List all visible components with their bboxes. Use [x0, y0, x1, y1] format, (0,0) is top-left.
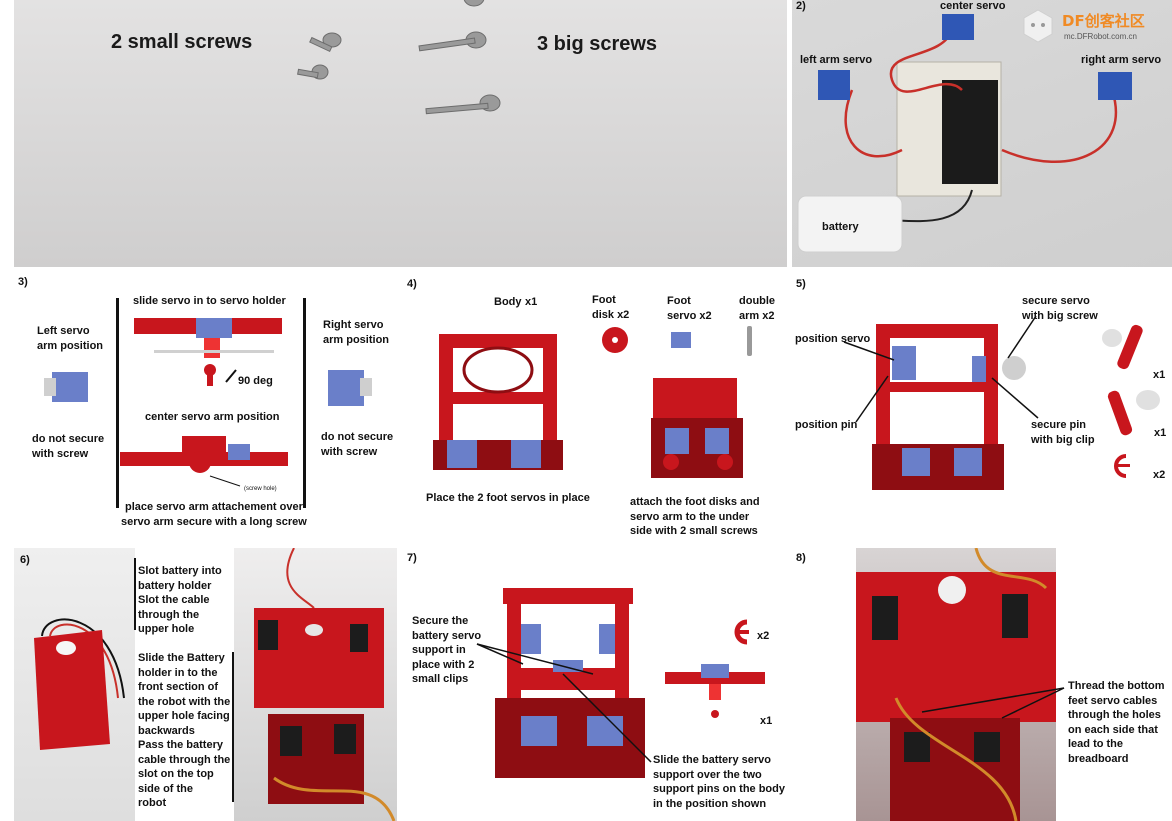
label-foot-servo: Foot servo x2: [667, 295, 712, 322]
label-no-secure-right: do not secure with screw: [321, 431, 394, 458]
label-no-secure-left: do not secure with screw: [32, 433, 105, 460]
divider-left: [116, 298, 119, 508]
photo-battery-holder: [14, 548, 135, 821]
right-servo-shape: [1098, 72, 1132, 100]
step8-panel: 8) Thread the bottom feet servo cables t…: [792, 548, 1172, 821]
step3-panel: 3) slide servo in to servo holder Left s…: [14, 272, 400, 542]
step5-panel: 5) position servo secure servo with big …: [792, 272, 1172, 542]
label-double-arm: double arm x2: [739, 295, 776, 322]
label-battery: battery: [822, 221, 859, 233]
label-qty-clip: x2: [757, 630, 770, 642]
label-right-arm-position: Right servo arm position: [323, 319, 390, 346]
step-number: 5): [796, 278, 806, 290]
label-90-deg: 90 deg: [238, 375, 273, 387]
step7-panel: 7) Secure the battery servo support in p…: [403, 548, 787, 821]
logo-url: mc.DFRobot.com.cn: [1064, 32, 1137, 41]
label-center-arm-position: center servo arm position: [145, 411, 280, 423]
label-qty-part: x1: [760, 715, 773, 727]
label-place-foot-servos: Place the 2 foot servos in place: [426, 492, 590, 504]
photo-wiring: 2) center servo left arm servo right arm…: [792, 0, 1172, 267]
label-thread-cables: Thread the bottom feet servo cables thro…: [1068, 680, 1165, 765]
wiring-illustration: [797, 14, 1132, 253]
photo-step8-robot: [856, 548, 1056, 821]
label-slide-support: Slide the battery servo support over the…: [653, 754, 785, 810]
divider-right: [303, 298, 306, 508]
label-foot-disk: Foot disk x2: [592, 294, 630, 321]
label-secure-support: Secure the battery servo support in plac…: [412, 615, 482, 685]
label-qty-2: x1: [1154, 427, 1167, 439]
logo-icon: [1023, 9, 1053, 43]
step4-panel: 4) Body x1 Foot disk x2 Foot servo x2 do…: [403, 272, 787, 542]
step-number: 6): [20, 554, 30, 566]
label-screw-hole: (screw hole): [244, 486, 277, 492]
divider-slot: [134, 558, 136, 630]
label-attach-disks: attach the foot disks and servo arm to t…: [630, 496, 760, 537]
step-number: 4): [407, 278, 417, 290]
label-right-arm-servo: right arm servo: [1081, 54, 1162, 66]
label-qty-3: x2: [1153, 469, 1166, 481]
center-servo-shape: [942, 14, 974, 40]
step7-illustration: [476, 588, 765, 778]
step-number: 8): [796, 552, 806, 564]
photo-screws: 2 small screws 3 big screws: [14, 0, 787, 267]
label-position-pin: position pin: [795, 419, 858, 431]
label-body: Body: [494, 296, 522, 308]
battery-shape: [797, 195, 903, 253]
step6-panel: 6) Slot battery into battery holder Slot…: [14, 548, 400, 821]
step4-illustration: [433, 326, 752, 478]
label-big-screws: 3 big screws: [537, 33, 658, 55]
label-left-arm-servo: left arm servo: [800, 54, 873, 66]
label-center-servo: center servo: [940, 0, 1006, 12]
step8-pointers: [921, 687, 1065, 719]
photo-step6-robot: [234, 548, 397, 821]
label-position-servo: position servo: [795, 333, 871, 345]
label-qty-1: x1: [1153, 369, 1166, 381]
label-place-arm: place servo arm attachement over servo a…: [121, 501, 307, 528]
left-servo-shape: [818, 70, 850, 100]
label-slide-servo: slide servo in to servo holder: [133, 295, 286, 307]
label-left-arm-position: Left servo arm position: [37, 325, 104, 352]
screws-illustration: [297, 0, 501, 115]
divider-slide: [232, 652, 234, 802]
step-number: 3): [18, 276, 28, 288]
dfrobot-logo: DF创客社区 mc.DFRobot.com.cn: [1020, 8, 1170, 44]
label-secure-servo: secure servo with big screw: [1022, 295, 1098, 322]
step-number: 7): [407, 552, 417, 564]
label-secure-pin: secure pin with big clip: [1031, 419, 1095, 446]
label-slide-battery: Slide the Battery holder in to the front…: [138, 652, 231, 809]
step3-illustration: [44, 318, 372, 487]
label-body-qty: x1: [525, 296, 538, 308]
label-slot-battery: Slot battery into battery holder Slot th…: [138, 565, 222, 635]
label-small-screws: 2 small screws: [111, 31, 253, 53]
logo-brand: DF创客社区: [1062, 12, 1145, 30]
step-number: 2): [796, 0, 806, 12]
step5-illustration: [843, 315, 1160, 490]
